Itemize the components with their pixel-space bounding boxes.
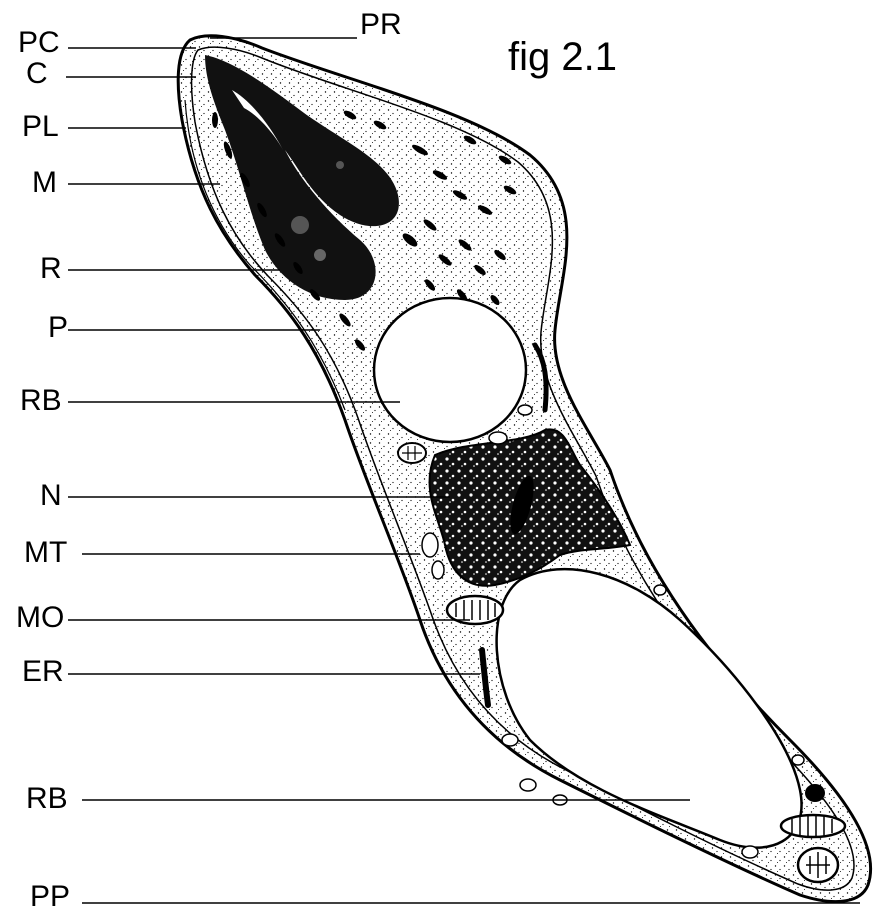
label-mt: MT	[24, 536, 67, 569]
label-c: C	[26, 57, 48, 90]
label-p: P	[48, 311, 68, 344]
label-pp: PP	[30, 880, 70, 912]
label-pl: PL	[22, 110, 59, 143]
label-mo: MO	[16, 601, 64, 634]
mitochondrion-rear-1	[781, 815, 845, 837]
label-r: R	[40, 252, 62, 285]
label-pr: PR	[360, 8, 402, 41]
label-m: M	[32, 166, 57, 199]
label-er: ER	[22, 655, 64, 688]
mitochondrion-upper	[398, 443, 426, 463]
label-n: N	[40, 479, 62, 512]
figure-title: fig 2.1	[508, 35, 617, 79]
label-rb-lower: RB	[26, 782, 68, 815]
label-rb-upper: RB	[20, 384, 62, 417]
reserve-body-upper	[374, 298, 526, 442]
reserve-body-lower	[497, 569, 802, 848]
mitochondrion-rear-2	[798, 848, 838, 882]
label-pc: PC	[18, 26, 60, 59]
